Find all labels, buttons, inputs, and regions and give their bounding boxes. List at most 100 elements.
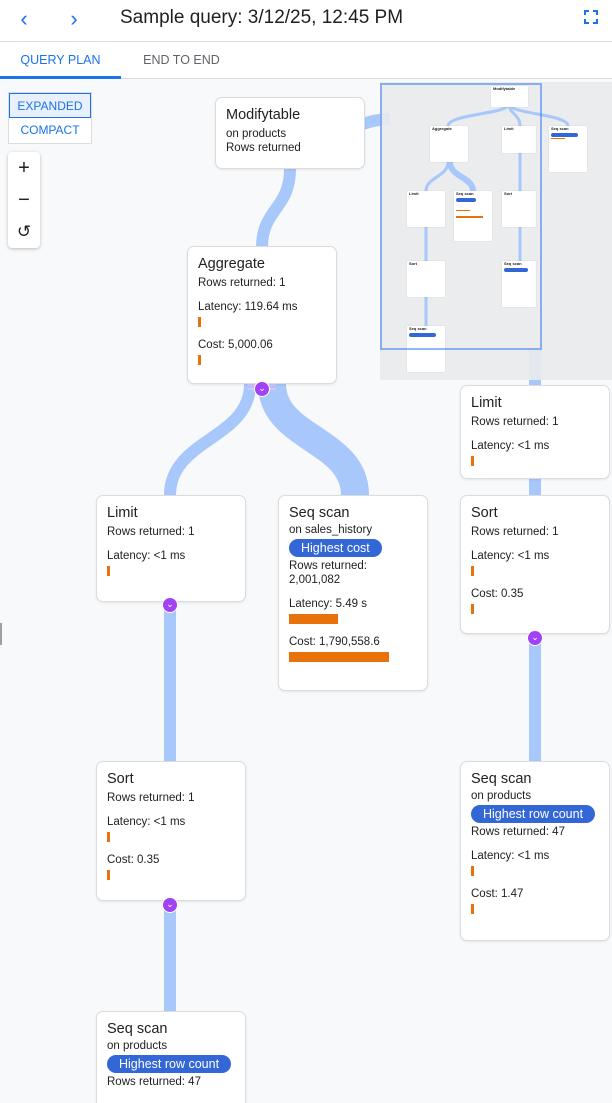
plan-node-seqscan-products-right[interactable]: Seq scan on products Highest row count R… (460, 761, 610, 941)
tab-end-to-end[interactable]: END TO END (143, 53, 220, 67)
node-latency: Latency: <1 ms (471, 850, 550, 862)
node-latency: Latency: <1 ms (107, 550, 186, 562)
node-on: on products (471, 790, 532, 802)
plan-node-sort-left[interactable]: Sort Rows returned: 1 Latency: <1 ms Cos… (96, 761, 246, 901)
minimap-node-title: Seq scan (456, 191, 474, 196)
zoom-controls: + − ↺ (8, 152, 40, 248)
scrollbar[interactable] (0, 623, 2, 645)
node-title: Seq scan (289, 505, 350, 521)
node-rows: Rows returned: 1 (471, 416, 559, 428)
plan-node-aggregate[interactable]: Aggregate Rows returned: 1 Latency: 119.… (187, 246, 337, 384)
minimap-node-title: Seq scan (409, 326, 427, 331)
minimap-node: Limit (502, 126, 536, 153)
edge-aggregate-modifytable (256, 168, 296, 248)
node-rows: Rows returned: 47 (471, 826, 565, 838)
fullscreen-icon[interactable] (584, 10, 598, 24)
cost-bar (471, 904, 474, 914)
highest-row-count-badge: Highest row count (471, 805, 596, 823)
minimap-node: Seq scan (454, 191, 492, 241)
cost-bar (107, 870, 110, 880)
expand-chevron-icon[interactable]: ⌄ (527, 630, 543, 646)
node-title: Aggregate (198, 256, 265, 272)
reset-zoom-button[interactable]: ↺ (16, 222, 32, 241)
node-cost: Cost: 1.47 (471, 888, 524, 900)
minimap-node: Limit (407, 191, 445, 227)
plan-node-modifytable[interactable]: Modifytable on products Rows returned (215, 97, 365, 169)
query-plan-canvas[interactable]: Modifytable on products Rows returned Li… (0, 79, 612, 1103)
node-title: Limit (471, 395, 502, 411)
plan-node-seqscan-products-left[interactable]: Seq scan on products Highest row count R… (96, 1011, 246, 1103)
plan-node-limit[interactable]: Limit Rows returned: 1 Latency: <1 ms (96, 495, 246, 602)
expand-chevron-icon[interactable]: ⌄ (162, 597, 178, 613)
node-rows: Rows returned: 47 (107, 1076, 201, 1088)
plan-node-limit-right[interactable]: Limit Rows returned: 1 Latency: <1 ms (460, 385, 610, 479)
expanded-button[interactable]: EXPANDED (9, 93, 91, 118)
minimap-node: Sort (502, 191, 536, 227)
minimap-node-title: Modifytable (493, 86, 516, 91)
highest-cost-badge: Highest cost (289, 539, 382, 557)
node-cost: Cost: 5,000.06 (198, 339, 273, 351)
latency-bar (107, 566, 110, 576)
minimap-node: Seq scan (549, 126, 587, 172)
minimap-node-title: Limit (409, 191, 419, 196)
node-on: on products (107, 1040, 168, 1052)
minimap-node-title: Seq scan (551, 126, 569, 131)
node-rows: Rows returned: (289, 560, 367, 572)
plan-node-sort-right[interactable]: Sort Rows returned: 1 Latency: <1 ms Cos… (460, 495, 610, 634)
minimap-node-title: Sort (409, 261, 417, 266)
node-on: on products (226, 128, 287, 140)
edge-aggregate-seqscan (258, 382, 369, 497)
node-cost: Cost: 0.35 (471, 588, 524, 600)
latency-bar (107, 832, 110, 842)
node-title: Sort (471, 505, 498, 521)
cost-bar (471, 604, 474, 614)
latency-bar (289, 614, 338, 624)
page-title: Sample query: 3/12/25, 12:45 PM (120, 7, 404, 28)
latency-bar (471, 456, 474, 466)
minimap-node: Sort (407, 261, 445, 297)
latency-bar (471, 866, 474, 876)
tab-query-plan[interactable]: QUERY PLAN (0, 42, 121, 79)
node-title: Seq scan (471, 771, 532, 787)
latency-bar (198, 317, 201, 327)
node-rows-value: 2,001,082 (289, 574, 341, 586)
node-rows: Rows returned: 1 (107, 792, 195, 804)
cost-bar (198, 355, 201, 365)
expand-chevron-icon[interactable]: ⌄ (162, 897, 178, 913)
zoom-out-button[interactable]: − (18, 189, 30, 211)
cost-bar (289, 652, 389, 662)
node-latency: Latency: <1 ms (107, 816, 186, 828)
tab-bar: QUERY PLAN END TO END (0, 42, 612, 79)
zoom-in-button[interactable]: + (18, 157, 30, 179)
view-mode-toggle: EXPANDED COMPACT (8, 92, 92, 144)
node-rows: Rows returned: 1 (107, 526, 195, 538)
node-rows: Rows returned: 1 (471, 526, 559, 538)
node-title: Sort (107, 771, 134, 787)
node-rows: Rows returned (226, 142, 301, 154)
node-latency: Latency: 5.49 s (289, 598, 367, 610)
minimap-node: Aggregate (430, 126, 468, 162)
expand-chevron-icon[interactable]: ⌄ (254, 381, 270, 397)
node-cost: Cost: 0.35 (107, 854, 160, 866)
node-latency: Latency: 119.64 ms (198, 301, 298, 313)
header: ‹ › Sample query: 3/12/25, 12:45 PM (0, 0, 612, 42)
minimap-node: Modifytable (491, 86, 528, 107)
highest-row-count-badge: Highest row count (107, 1055, 232, 1073)
node-title: Modifytable (226, 107, 301, 123)
forward-icon[interactable]: › (70, 6, 78, 31)
node-on: on sales_history (289, 524, 373, 536)
compact-button[interactable]: COMPACT (20, 123, 80, 137)
node-latency: Latency: <1 ms (471, 550, 550, 562)
plan-node-seqscan-sales-history[interactable]: Seq scan on sales_history Highest cost R… (278, 495, 428, 691)
minimap-node-title: Limit (504, 126, 514, 131)
minimap[interactable]: Modifytable Aggregate Limit Seq scan Lim… (380, 82, 612, 380)
node-latency: Latency: <1 ms (471, 440, 550, 452)
minimap-viewport[interactable] (380, 83, 542, 350)
node-title: Limit (107, 505, 138, 521)
back-icon[interactable]: ‹ (20, 6, 28, 31)
minimap-node-title: Sort (504, 191, 512, 196)
minimap-node-title: Aggregate (432, 126, 452, 131)
minimap-node-title: Seq scan (504, 261, 522, 266)
minimap-node: Seq scan (502, 261, 536, 307)
node-rows: Rows returned: 1 (198, 277, 286, 289)
